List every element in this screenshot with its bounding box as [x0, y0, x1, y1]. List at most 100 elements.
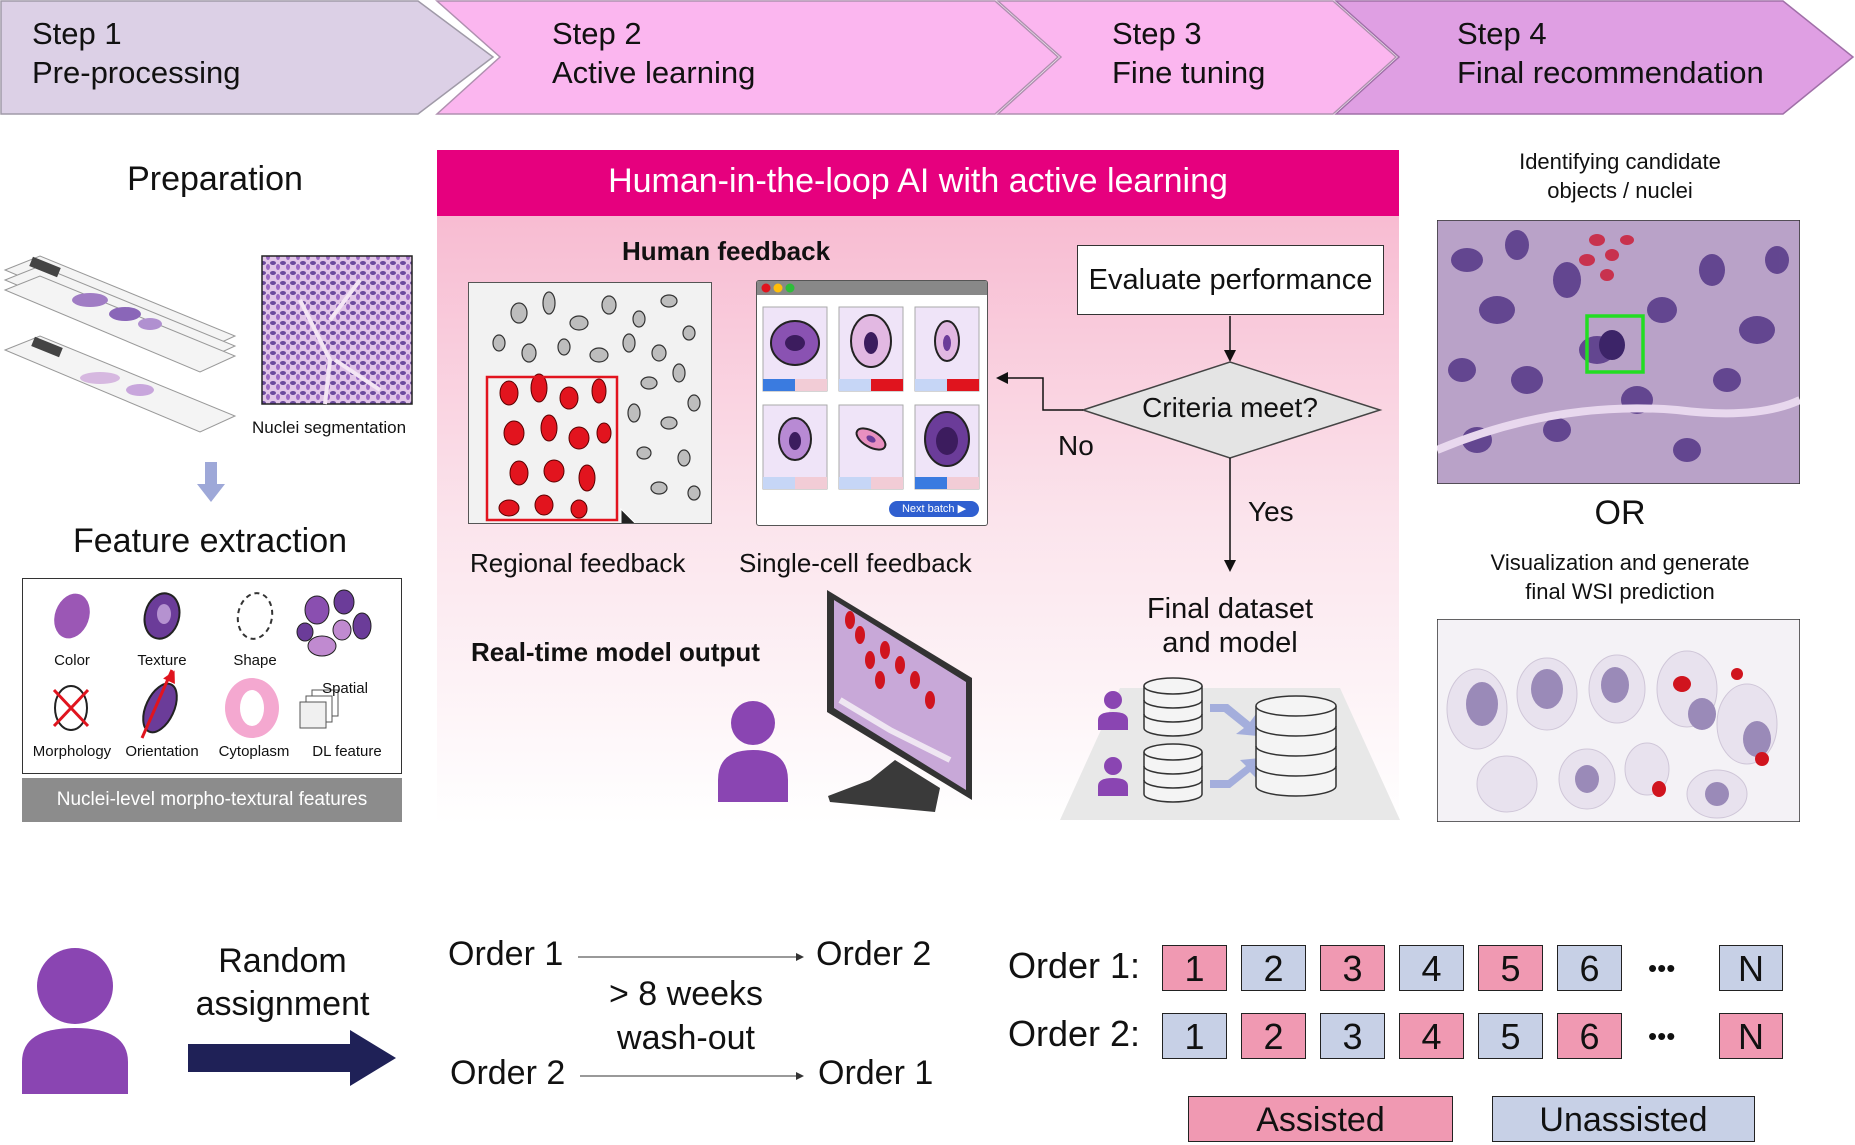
features-footer-bar: Nuclei-level morpho-textural features: [22, 778, 402, 822]
feature-extraction-heading: Feature extraction: [72, 522, 348, 560]
database-icon: [1143, 743, 1203, 803]
regional-feedback-panel: [468, 282, 712, 524]
order2-end: Order 2: [816, 935, 932, 973]
order1-start: Order 1: [448, 935, 564, 973]
order1-row-label: Order 1:: [1008, 945, 1141, 986]
cell-thumbnail-grid: [762, 306, 980, 490]
feature-label-orientation: Orientation: [125, 743, 199, 760]
visualize-caption: Visualization and generate final WSI pre…: [1420, 548, 1820, 606]
step4-name: Final recommendation: [1457, 55, 1764, 90]
cursor-icon: [620, 507, 636, 523]
no-label: No: [1058, 430, 1094, 461]
step1-number: Step 1: [32, 16, 122, 51]
yes-label: Yes: [1248, 496, 1294, 527]
single-cell-feedback-panel: Next batch ▶: [756, 280, 988, 526]
cell-thumbnail[interactable]: [914, 306, 980, 392]
monitor-icon: [827, 590, 972, 812]
database-icon: [1143, 677, 1203, 737]
feature-label-morphology: Morphology: [32, 743, 112, 760]
case-box: 2: [1241, 1013, 1306, 1059]
random-line: Random: [218, 942, 347, 980]
step4-number: Step 4: [1457, 16, 1547, 51]
case-box: 1: [1162, 1013, 1227, 1059]
person-icon: [1098, 757, 1128, 796]
dl-feature-icon: [299, 689, 339, 729]
human-feedback-heading: Human feedback: [622, 236, 831, 266]
window-titlebar: [757, 281, 987, 295]
final-dataset-line1: Final dataset: [1146, 593, 1314, 625]
highlight-box: [1585, 314, 1645, 374]
regional-feedback-caption: Regional feedback: [470, 548, 686, 578]
cell-thumbnail[interactable]: [838, 404, 904, 490]
step2-chevron: [435, 0, 1060, 115]
identify-line2: objects / nuclei: [1547, 178, 1693, 203]
feature-label-dl-feature: DL feature: [312, 743, 382, 760]
glass-slide: [3, 335, 237, 433]
identify-line1: Identifying candidate: [1519, 149, 1721, 174]
final-dataset-label: Final dataset and model: [1110, 592, 1350, 660]
case-box: 3: [1320, 1013, 1385, 1059]
legend-unassisted: Unassisted: [1492, 1096, 1755, 1142]
person-icon: [1098, 691, 1128, 730]
feature-label-texture: Texture: [137, 652, 187, 669]
feature-label-shape: Shape: [233, 652, 277, 669]
feature-label-cytoplasm: Cytoplasm: [218, 743, 290, 760]
candidate-nuclei-image: [1437, 220, 1800, 484]
regional-feedback-illustration: [485, 291, 701, 523]
step3-name: Fine tuning: [1112, 55, 1266, 90]
cytoplasm-icon: [225, 678, 279, 738]
preparation-heading: Preparation: [127, 160, 303, 198]
orientation-icon: [140, 669, 178, 739]
merge-arrows: [1210, 704, 1260, 788]
case-box: 3: [1320, 945, 1385, 991]
washout-label: > 8 weeks wash-out: [584, 972, 788, 1060]
order1-end: Order 1: [818, 1054, 934, 1092]
morphology-icon: [52, 685, 90, 731]
final-dataset-line2: and model: [1162, 627, 1298, 659]
step4-chevron: [1334, 0, 1855, 115]
assignment-line: assignment: [195, 985, 370, 1023]
shape-icon: [236, 592, 274, 640]
down-arrow-icon: [197, 462, 225, 502]
legend-assisted: Assisted: [1188, 1096, 1453, 1142]
case-box: 5: [1478, 945, 1543, 991]
case-box: 5: [1478, 1013, 1543, 1059]
step2-title: Step 2 Active learning: [552, 14, 755, 92]
slide-stack-illustration: [3, 255, 413, 433]
step1-chevron: [0, 0, 495, 115]
case-box: 4: [1399, 945, 1464, 991]
feature-icons: [52, 589, 372, 739]
evaluate-performance-box: Evaluate performance: [1077, 245, 1384, 315]
step2-number: Step 2: [552, 16, 642, 51]
case-box: 6: [1557, 945, 1622, 991]
single-cell-feedback-caption: Single-cell feedback: [739, 548, 972, 578]
visualize-line2: final WSI prediction: [1525, 579, 1715, 604]
step3-chevron: [996, 0, 1398, 115]
cell-thumbnail[interactable]: [914, 404, 980, 490]
case-box: 6: [1557, 1013, 1622, 1059]
spatial-icon: [296, 589, 372, 657]
cell-thumbnail[interactable]: [762, 306, 828, 392]
criteria-label: Criteria meet?: [1142, 392, 1318, 423]
step4-title: Step 4 Final recommendation: [1457, 14, 1764, 92]
step1-name: Pre-processing: [32, 55, 241, 90]
next-batch-button[interactable]: Next batch ▶: [889, 501, 979, 517]
nuclei-segmentation-caption: Nuclei segmentation: [252, 418, 407, 437]
visualize-line1: Visualization and generate: [1490, 550, 1750, 575]
case-box: 2: [1241, 945, 1306, 991]
identify-caption: Identifying candidate objects / nuclei: [1420, 147, 1820, 205]
case-box: N: [1719, 945, 1783, 991]
feature-label-spatial: Spatial: [322, 680, 368, 697]
cell-thumbnail[interactable]: [838, 306, 904, 392]
order2-start: Order 2: [450, 1054, 566, 1092]
realtime-output-illustration: [718, 590, 972, 812]
nuclei-segmentation-image: [261, 255, 413, 405]
step3-number: Step 3: [1112, 16, 1202, 51]
cell-thumbnail[interactable]: [762, 404, 828, 490]
glass-slide: [3, 255, 237, 373]
database-icon: [1255, 695, 1337, 797]
wsi-prediction-image: [1437, 619, 1800, 822]
step1-title: Step 1 Pre-processing: [32, 14, 240, 92]
dataset-merge-illustration: [1060, 677, 1400, 820]
case-box: 1: [1162, 945, 1227, 991]
